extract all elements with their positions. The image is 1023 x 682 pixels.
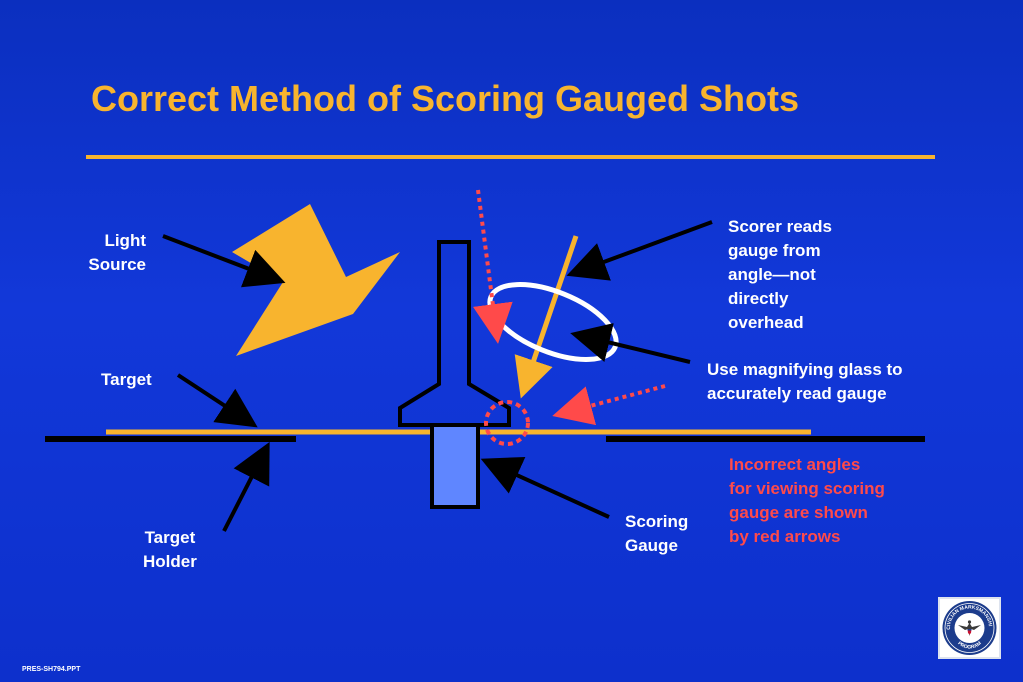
pointer-magnifying-glass — [570, 323, 691, 364]
footer-filename: PRES-SH794.PPT — [22, 666, 81, 673]
pointer-target-holder — [222, 441, 270, 532]
label-scoring-gauge-line-2: Gauge — [625, 536, 678, 555]
label-light-source: Light Source — [60, 229, 146, 277]
incorrect-angle-arrow-side — [552, 384, 666, 426]
scoring-gauge-shank — [430, 423, 480, 509]
light-source-arrow — [232, 204, 400, 356]
label-scoring-gauge: Scoring Gauge — [625, 510, 688, 558]
incorrect-angle-arrow-top — [473, 189, 513, 344]
label-incorrect-angles-line-1: Incorrect angles — [729, 455, 861, 474]
label-incorrect-angles-line-4: by red arrows — [729, 527, 841, 546]
logo-text-bottom: PROGRAM — [956, 641, 982, 651]
pointer-scorer-reads — [566, 220, 713, 281]
label-scorer-reads-line-5: overhead — [728, 313, 804, 332]
label-incorrect-angles-line-2: for viewing scoring — [729, 479, 885, 498]
label-target: Target — [101, 370, 152, 389]
label-scorer-reads: Scorer reads gauge from angle—not direct… — [728, 215, 832, 335]
label-scoring-gauge-line-1: Scoring — [625, 512, 689, 531]
pointer-scoring-gauge — [480, 457, 610, 519]
pointer-target — [176, 373, 258, 428]
label-scorer-reads-line-1: Scorer reads — [728, 217, 832, 236]
label-target-holder-line-2: Holder — [143, 552, 197, 571]
label-scorer-reads-line-2: gauge from — [728, 241, 821, 260]
gauge-read-point-circle — [484, 400, 530, 446]
label-light-source-line-2: Source — [88, 255, 146, 274]
label-incorrect-angles-line-3: gauge are shown — [729, 503, 868, 522]
label-magnifying-glass: Use magnifying glass to accurately read … — [707, 358, 903, 406]
label-scorer-reads-line-4: directly — [728, 289, 789, 308]
pointer-light-source — [162, 234, 286, 288]
label-target-holder: Target Holder — [143, 526, 197, 574]
label-target-holder-line-1: Target — [144, 528, 196, 547]
slide-title: Correct Method of Scoring Gauged Shots — [91, 78, 800, 119]
label-scorer-reads-line-3: angle—not — [728, 265, 816, 284]
magnifying-glass-lens — [487, 282, 619, 362]
label-incorrect-angles: Incorrect angles for viewing scoring gau… — [729, 453, 885, 549]
title-underline — [86, 155, 935, 159]
label-light-source-line-1: Light — [104, 231, 146, 250]
scoring-gauge-body — [398, 240, 511, 427]
label-magnifying-glass-line-1: Use magnifying glass to — [707, 360, 903, 379]
label-magnifying-glass-line-2: accurately read gauge — [707, 384, 887, 403]
svg-text:PROGRAM: PROGRAM — [956, 641, 982, 651]
correct-view-arrow — [514, 235, 579, 399]
